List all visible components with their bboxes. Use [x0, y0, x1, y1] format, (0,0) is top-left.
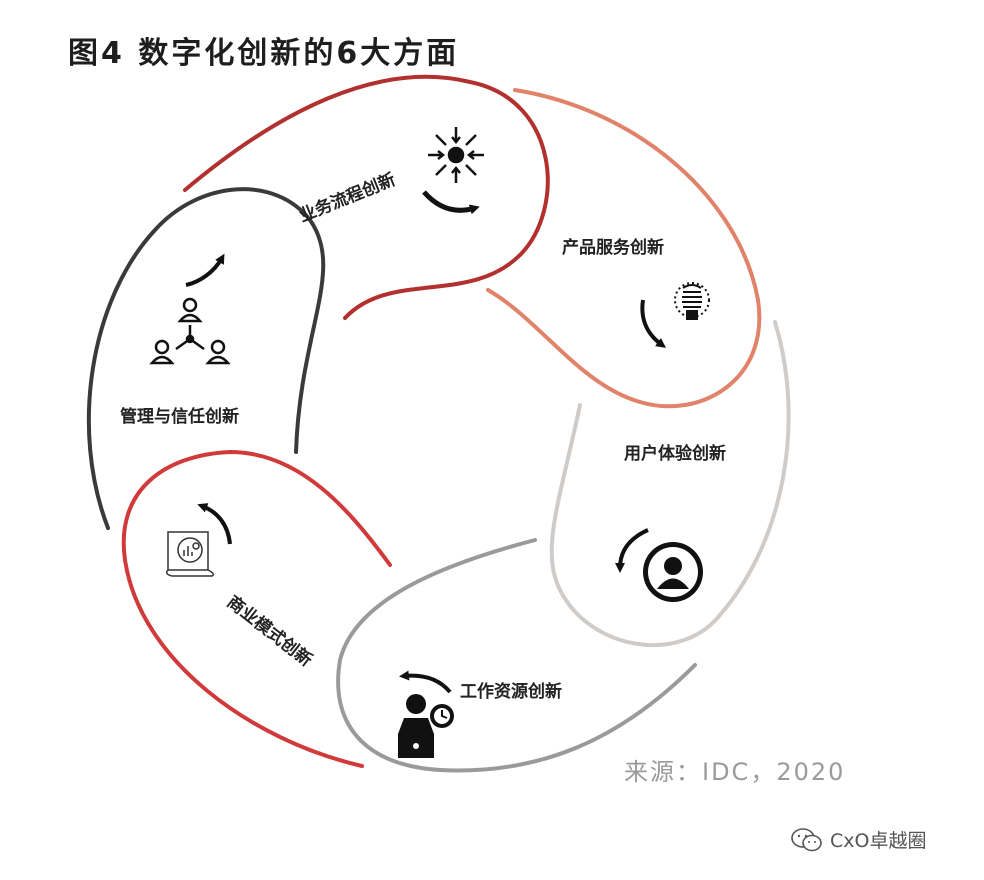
arrow-product-service — [640, 299, 667, 348]
label-business-model: 商业模式创新 — [223, 591, 316, 670]
petal-business-model — [121, 449, 392, 768]
petal-product-service — [486, 88, 762, 409]
arrow-user-experience — [615, 528, 649, 573]
watermark-text: CxO卓越圈 — [830, 830, 927, 852]
petal-work-resource — [336, 538, 697, 773]
label-business-process: 业务流程创新 — [296, 169, 398, 227]
worker-clock-icon — [398, 694, 454, 758]
user-circle-icon — [643, 542, 703, 602]
wechat-icon — [791, 827, 822, 851]
label-user-experience: 用户体验创新 — [624, 443, 726, 464]
petal-management-trust — [86, 187, 326, 530]
figure-title: 图4 数字化创新的6大方面 — [68, 36, 460, 71]
people-network-icon — [149, 297, 231, 365]
label-product-service: 产品服务创新 — [562, 237, 664, 258]
arrow-work-resource — [399, 670, 452, 694]
source-note: 来源：IDC，2020 — [624, 758, 846, 786]
lightbulb-icon — [674, 282, 710, 320]
petal-user-experience — [549, 320, 791, 648]
arrow-business-process — [422, 190, 480, 215]
petal-business-process — [183, 74, 550, 320]
business-model-icon — [165, 531, 215, 577]
process-arrows-icon — [428, 127, 484, 183]
watermark: CxO卓越圈 — [790, 826, 926, 853]
label-work-resource: 工作资源创新 — [460, 681, 562, 702]
label-management-trust: 管理与信任创新 — [120, 406, 239, 427]
arrow-management-trust — [185, 253, 225, 287]
arrow-business-model — [197, 503, 232, 545]
